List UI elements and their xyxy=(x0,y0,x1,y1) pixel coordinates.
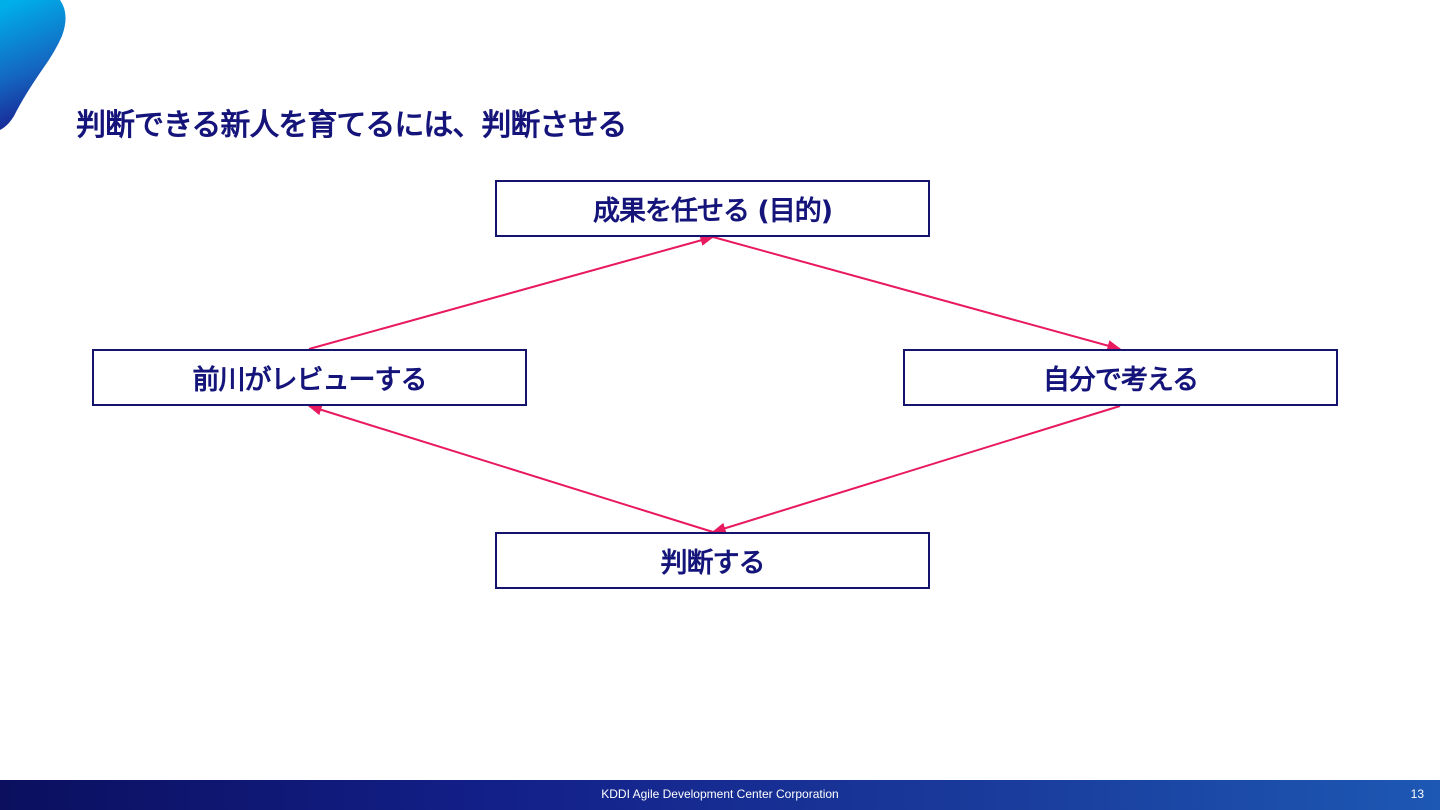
node-review-label: 前川がレビューする xyxy=(192,365,428,396)
node-think-label: 自分で考える xyxy=(1042,365,1199,396)
footer-company: KDDI Agile Development Center Corporatio… xyxy=(601,787,839,801)
brand-shape-icon xyxy=(0,0,66,130)
node-think: 自分で考える xyxy=(903,349,1338,406)
arrow-right-to-bottom xyxy=(711,405,1121,534)
node-delegate-outcome-label: 成果を任せる (目的) xyxy=(592,196,833,227)
node-review: 前川がレビューする xyxy=(92,349,527,406)
footer-bar: KDDI Agile Development Center Corporatio… xyxy=(0,780,1440,810)
arrow-top-to-right xyxy=(712,236,1122,352)
node-delegate-outcome: 成果を任せる (目的) xyxy=(495,180,930,237)
node-decide-label: 判断する xyxy=(660,548,766,579)
page-number: 13 xyxy=(1410,787,1424,801)
arrow-bottom-to-left xyxy=(307,404,714,533)
arrow-left-to-top xyxy=(308,234,715,350)
slide-title: 判断できる新人を育てるには、判断させる xyxy=(76,108,627,143)
node-decide: 判断する xyxy=(495,532,930,589)
